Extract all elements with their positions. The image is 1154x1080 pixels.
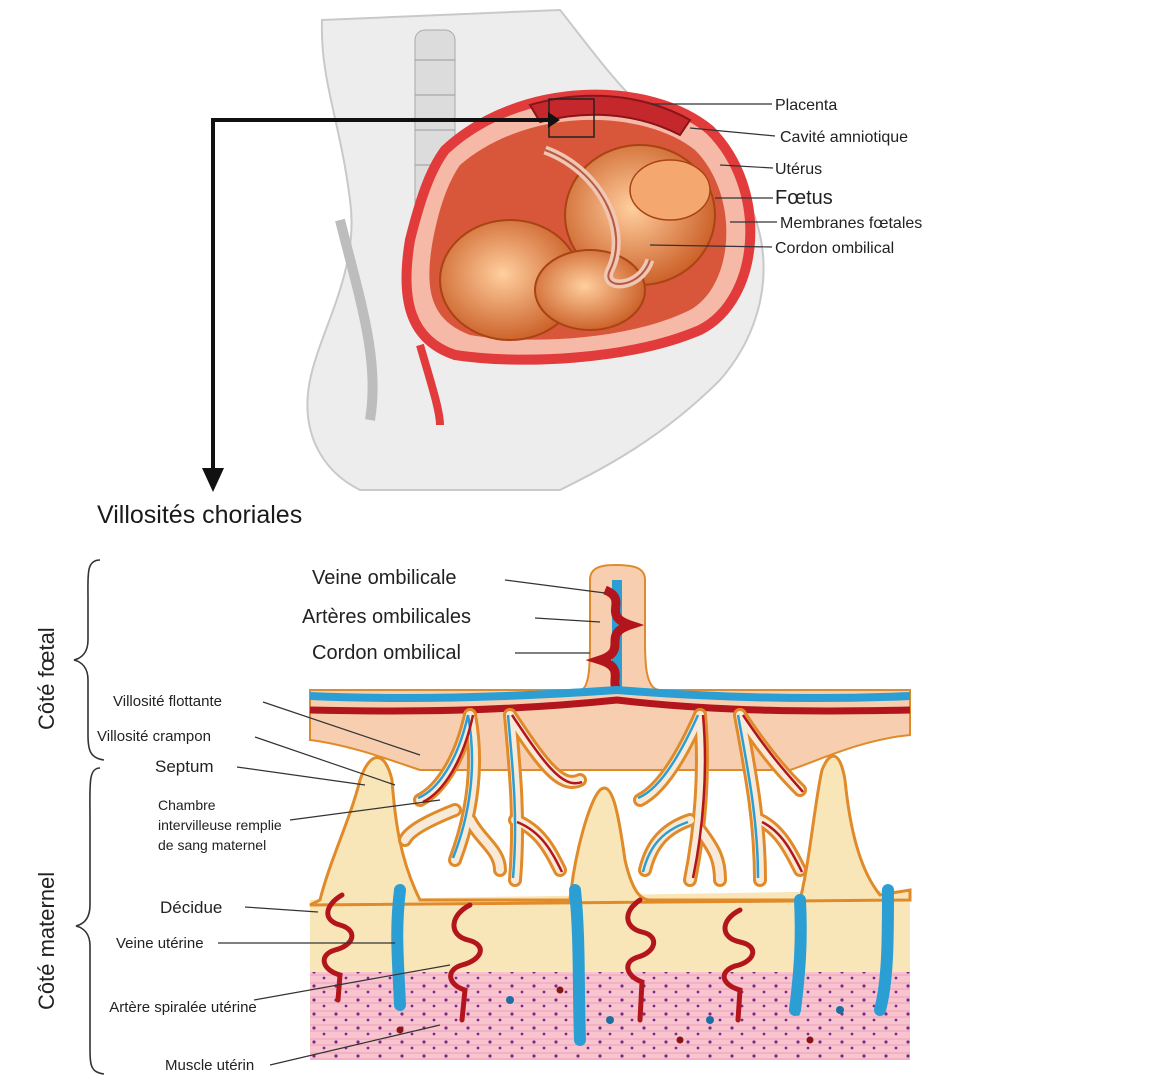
label-cordon-ombilical: Cordon ombilical — [312, 643, 461, 663]
label-chambre-intervilleuse: Chambre intervilleuse remplie de sang ma… — [158, 795, 288, 855]
label-veine-uterine: Veine utérine — [116, 936, 204, 951]
label-arteres-ombilicales: Artères ombilicales — [302, 607, 471, 627]
label-septum: Septum — [155, 758, 214, 775]
label-villosite-flottante: Villosité flottante — [113, 694, 222, 709]
side-label-maternel: Côté maternel — [36, 872, 58, 1010]
side-label-foetal: Côté fœtal — [36, 627, 58, 730]
brace-maternel — [76, 768, 104, 1074]
label-placenta: Placenta — [775, 98, 837, 114]
label-villosite-crampon: Villosité crampon — [97, 729, 211, 744]
label-cordon-ombilical-top: Cordon ombilical — [775, 241, 894, 257]
label-foetus: Fœtus — [775, 188, 833, 208]
label-muscle-uterin: Muscle utérin — [165, 1058, 254, 1073]
label-artere-spiralee: Artère spiralée utérine — [108, 997, 258, 1019]
label-membranes-foetales: Membranes fœtales — [780, 216, 922, 232]
label-decidue: Décidue — [160, 899, 222, 916]
septa — [310, 756, 910, 905]
label-veine-ombilicale: Veine ombilicale — [312, 568, 457, 588]
pregnancy-illustration — [307, 10, 777, 490]
label-cavite-amniotique: Cavité amniotique — [780, 130, 908, 146]
section-title: Villosités choriales — [97, 503, 302, 528]
label-uterus: Utérus — [775, 162, 822, 178]
